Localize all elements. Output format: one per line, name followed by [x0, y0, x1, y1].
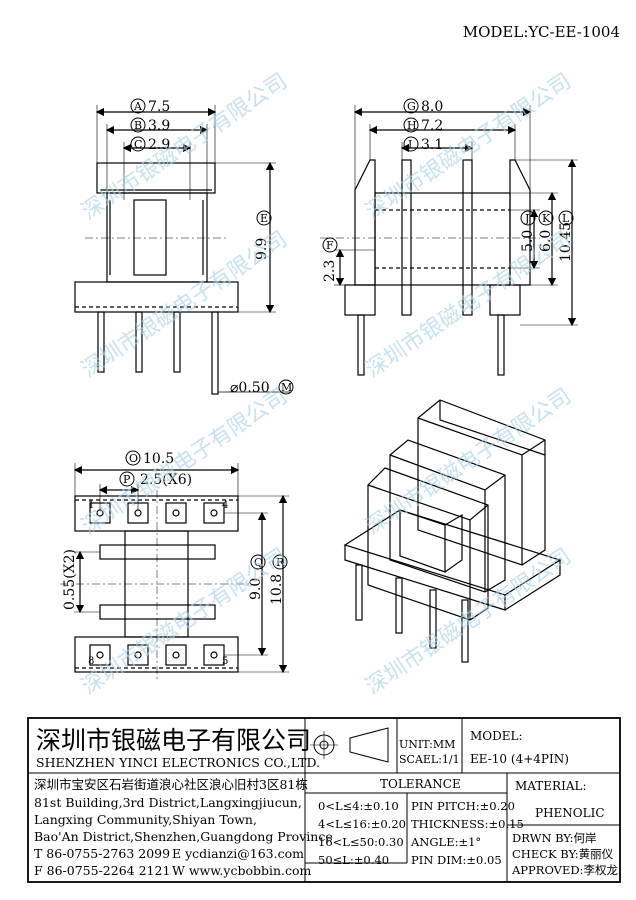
- check-by: CHECK BY:黄丽仪: [512, 847, 614, 861]
- model-value: EE-10 (4+4PIN): [470, 752, 569, 766]
- svg-text:A: A: [133, 100, 143, 113]
- label-M: [278, 379, 294, 395]
- dim-G: 8.0: [421, 99, 443, 115]
- address-en-3: Bao'An District,Shenzhen,Guangdong Provi…: [34, 829, 333, 844]
- dim-Q: 9.0: [248, 578, 264, 600]
- label-L: [558, 210, 574, 226]
- dim-P: 2.5(X6): [140, 472, 192, 488]
- label-A: [130, 98, 146, 114]
- pin-1: 1: [88, 500, 94, 511]
- svg-text:深圳市银磁电子有限公司: 深圳市银磁电子有限公司: [77, 384, 292, 540]
- address-en-2: Langxing Community,Shiyan Town,: [34, 812, 257, 827]
- scale: SCAEL:1/1: [399, 753, 460, 766]
- label-E: [256, 210, 272, 226]
- label-J: [520, 210, 536, 226]
- label-R: [272, 554, 288, 570]
- title-block: [27, 717, 621, 883]
- tol-3: 16<L≤50:0.30: [318, 835, 404, 849]
- fax: F 86-0755-2264 2121: [34, 863, 170, 878]
- isometric-view: [343, 399, 562, 663]
- svg-text:O: O: [129, 452, 138, 465]
- approved-by: APPROVED:李权龙: [511, 863, 618, 877]
- drawn-by: DRWN BY:何岸: [512, 831, 596, 845]
- dim-B: 3.9: [148, 118, 170, 134]
- svg-text:F: F: [326, 239, 334, 252]
- svg-text:K: K: [542, 212, 551, 225]
- company-en: SHENZHEN YINCI ELECTRONICS CO.,LTD.: [36, 755, 320, 770]
- pin-8: 8: [88, 656, 94, 667]
- svg-text:深圳市银磁电子有限公司: 深圳市银磁电子有限公司: [361, 227, 576, 383]
- dim-I: 3.1: [421, 137, 443, 153]
- dim-J: 5.0: [520, 230, 536, 252]
- svg-text:B: B: [134, 119, 142, 132]
- tol-1: 0<L≤4:±0.10: [318, 799, 399, 813]
- dim-E: 9.9: [254, 238, 270, 260]
- label-Q: [250, 554, 266, 570]
- label-B: [130, 117, 146, 133]
- material-label: MATERIAL:: [515, 779, 587, 793]
- svg-text:P: P: [123, 473, 131, 486]
- pin-4: 4: [222, 500, 228, 511]
- company-cn: 深圳市银磁电子有限公司: [36, 726, 311, 755]
- svg-text:E: E: [260, 212, 268, 225]
- dim-F: 2.3: [322, 260, 338, 282]
- bottom-view: [60, 463, 289, 680]
- svg-text:H: H: [407, 119, 417, 132]
- label-K: [538, 210, 554, 226]
- svg-text:深圳市银磁电子有限公司: 深圳市银磁电子有限公司: [77, 544, 292, 700]
- pin-pitch: PIN PITCH:±0.20: [411, 799, 515, 813]
- svg-text:M: M: [281, 381, 292, 394]
- dim-H: 7.2: [421, 118, 443, 134]
- svg-text:L: L: [562, 212, 570, 225]
- dim-C: 2.9: [148, 137, 170, 153]
- svg-text:R: R: [276, 556, 285, 569]
- dim-A: 7.5: [148, 99, 170, 115]
- tol-2: 4<L≤16:±0.20: [318, 817, 406, 831]
- dim-L: 10.45: [558, 222, 574, 262]
- svg-text:I: I: [408, 138, 412, 151]
- thickness: THICKNESS:±0.15: [411, 817, 524, 831]
- dim-K: 6.0: [538, 230, 554, 252]
- tolerance-label: TOLERANCE: [380, 777, 461, 791]
- dim-S: 0.55(X2): [62, 549, 78, 610]
- label-F: [322, 237, 338, 253]
- tol-4: 50≤L:±0.40: [318, 853, 389, 867]
- svg-text:深圳市银磁电子有限公司: 深圳市银磁电子有限公司: [361, 69, 576, 225]
- tel: T 86-0755-2763 2099: [34, 846, 170, 861]
- dim-O: 10.5: [143, 451, 174, 467]
- label-P: [119, 471, 135, 487]
- side-view: [320, 105, 578, 376]
- svg-text:深圳市银磁电子有限公司: 深圳市银磁电子有限公司: [361, 544, 576, 700]
- svg-text:C: C: [134, 138, 142, 151]
- angle: ANGLE:±1°: [410, 835, 481, 849]
- pin-dim: PIN DIM:±0.05: [411, 853, 502, 867]
- svg-text:G: G: [407, 100, 416, 113]
- label-O: [125, 450, 141, 466]
- model-label: MODEL:: [470, 729, 523, 743]
- front-view: [74, 105, 290, 395]
- address-en-1: 81st Building,3rd District,Langxingjiucu…: [34, 795, 302, 810]
- dim-M: ⌀0.50: [230, 380, 270, 396]
- label-C: [130, 136, 146, 152]
- address-cn: 深圳市宝安区石岩街道浪心社区浪心旧村3区81栋: [34, 777, 308, 792]
- svg-text:深圳市银磁电子有限公司: 深圳市银磁电子有限公司: [361, 384, 576, 540]
- label-G: [403, 98, 419, 114]
- svg-text:J: J: [524, 212, 529, 225]
- svg-text:深圳市银磁电子有限公司: 深圳市银磁电子有限公司: [77, 69, 292, 225]
- dim-R: 10.8: [269, 574, 285, 605]
- label-I: [403, 136, 419, 152]
- label-H: [403, 117, 419, 133]
- web: W www.ycbobbin.com: [172, 863, 312, 878]
- model-header: MODEL:YC-EE-1004: [463, 23, 620, 41]
- unit: UNIT:MM: [399, 738, 455, 751]
- pin-5: 5: [222, 656, 228, 667]
- email: E ycdianzi@163.com: [172, 846, 304, 861]
- material-value: PHENOLIC: [535, 806, 605, 820]
- svg-text:Q: Q: [254, 556, 263, 569]
